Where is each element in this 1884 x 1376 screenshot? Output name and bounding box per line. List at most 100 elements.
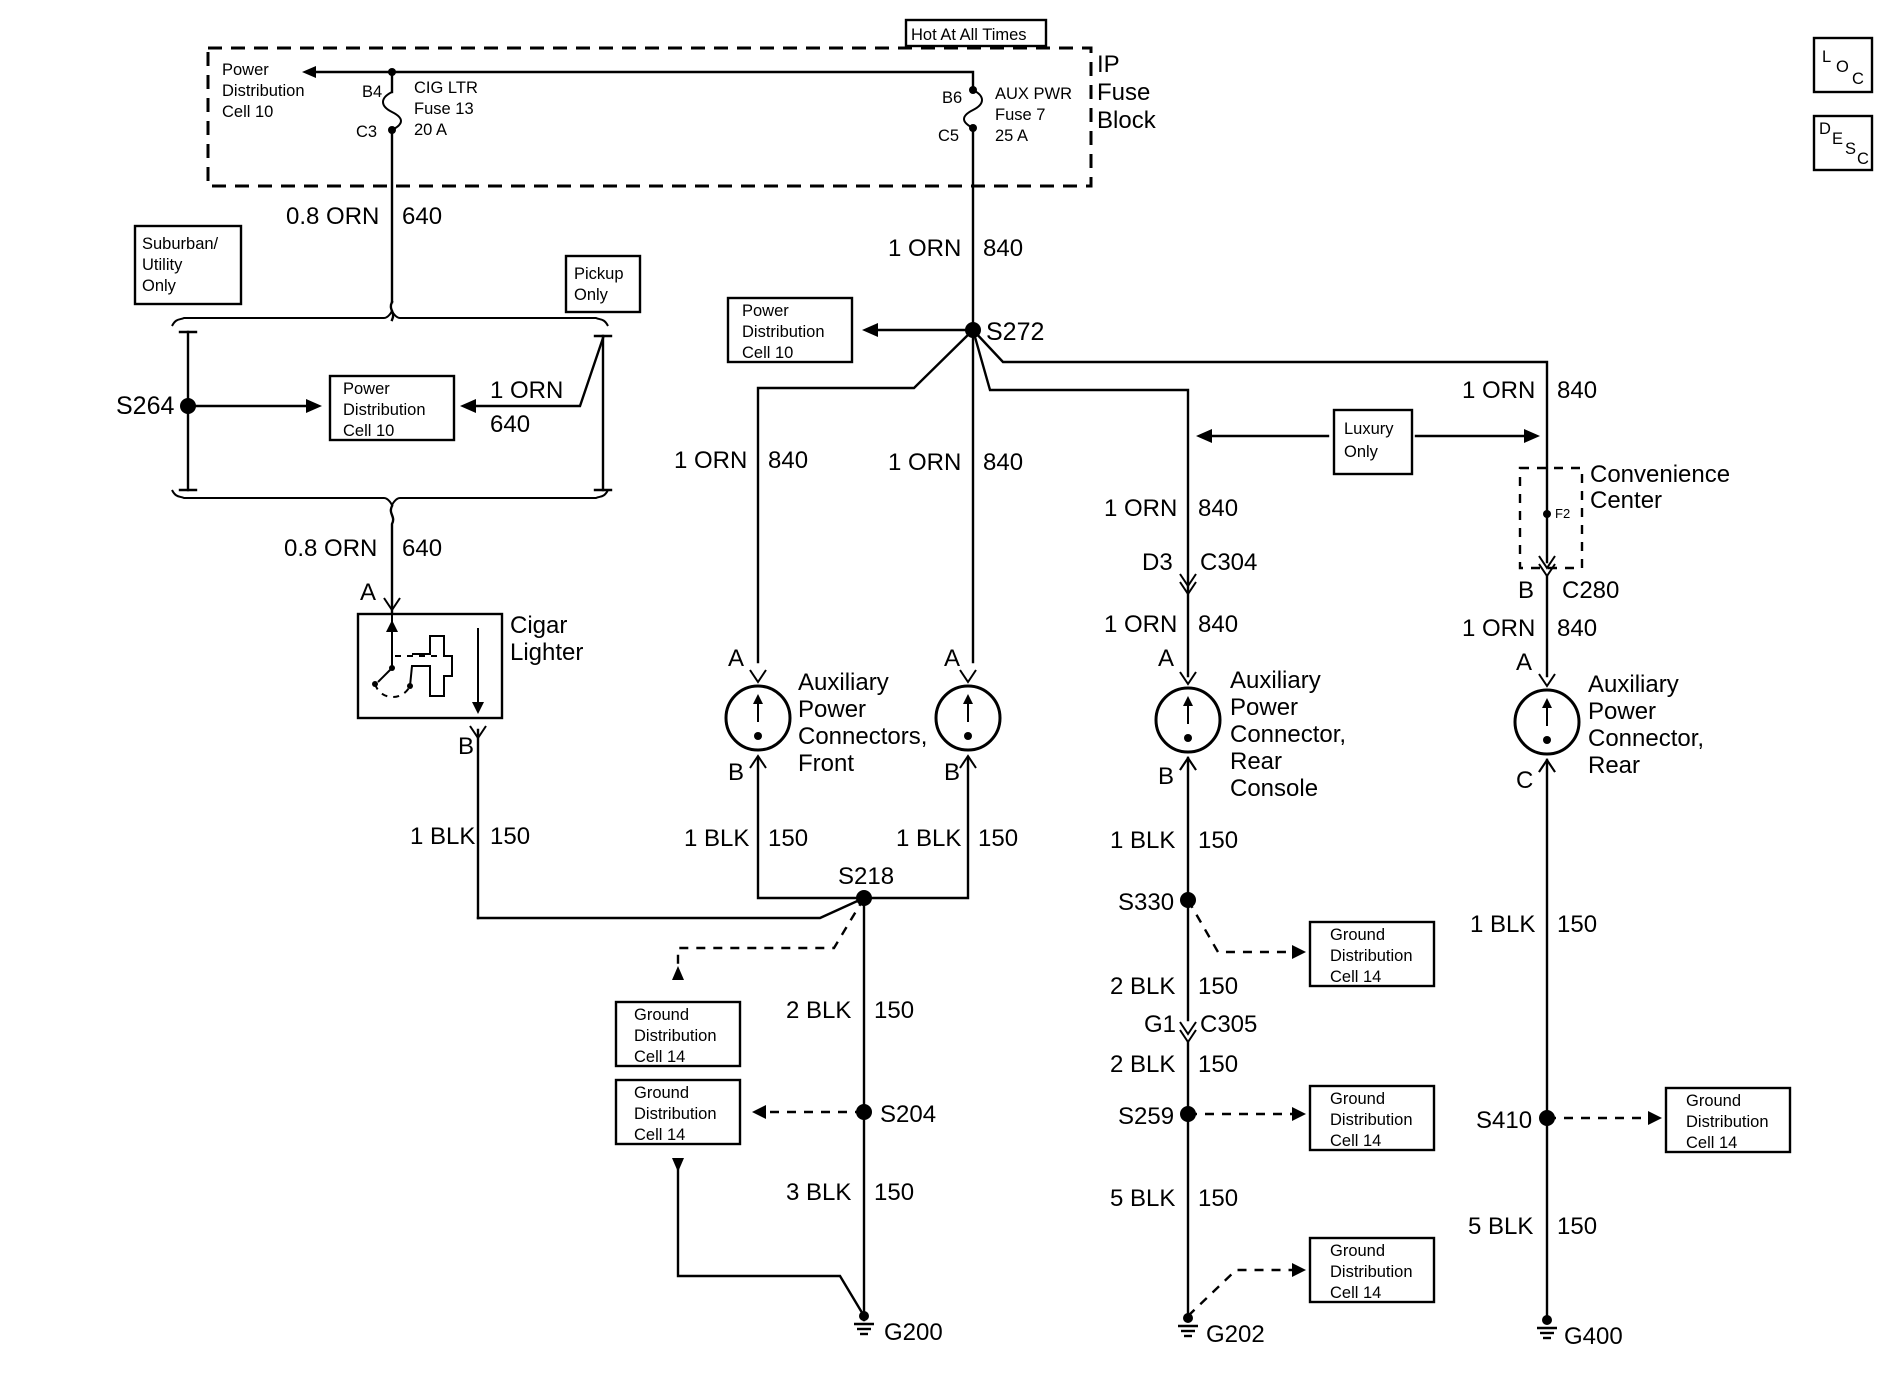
svg-text:Cell 14: Cell 14 xyxy=(1330,1284,1381,1302)
svg-text:25 A: 25 A xyxy=(995,127,1028,145)
desc-letter-c: C xyxy=(1857,150,1869,168)
svg-text:Auxiliary: Auxiliary xyxy=(1230,667,1321,694)
c304-pin-d3: D3 xyxy=(1142,549,1173,576)
aux-power-connector-front-right xyxy=(934,669,1002,769)
svg-text:1 BLK: 1 BLK xyxy=(896,825,961,852)
ground-distribution-ref-s204[interactable]: Ground Distribution Cell 14 xyxy=(614,1078,742,1146)
svg-text:Suburban/: Suburban/ xyxy=(142,235,219,253)
svg-text:Front: Front xyxy=(798,750,854,777)
power-distribution-ref-s264[interactable]: Power Distribution Cell 10 xyxy=(328,374,456,442)
svg-text:150: 150 xyxy=(1198,1185,1238,1212)
svg-text:Fuse 7: Fuse 7 xyxy=(995,106,1045,124)
svg-text:1 BLK: 1 BLK xyxy=(1110,827,1175,854)
wire-150-s259-g202-label: 5 BLK 150 xyxy=(1110,1185,1238,1212)
c305-connector xyxy=(1179,1021,1197,1044)
svg-text:1 BLK: 1 BLK xyxy=(684,825,749,852)
svg-text:C3: C3 xyxy=(356,123,377,141)
svg-text:B6: B6 xyxy=(942,89,962,107)
rear-console-pin-b: B xyxy=(1158,763,1174,790)
svg-text:Utility: Utility xyxy=(142,256,183,274)
svg-text:150: 150 xyxy=(978,825,1018,852)
cigar-pin-b: B xyxy=(458,733,474,760)
wire-150-front-right-label: 1 BLK 150 xyxy=(896,825,1018,852)
svg-text:640: 640 xyxy=(490,411,530,438)
loc-letter-l: L xyxy=(1822,48,1831,66)
loc-button[interactable]: L O C xyxy=(1812,36,1874,94)
convenience-center-label: Convenience Center xyxy=(1590,461,1730,514)
svg-text:1 ORN: 1 ORN xyxy=(1462,377,1535,404)
power-distribution-ref-s272[interactable]: Power Distribution Cell 10 xyxy=(726,296,854,364)
svg-text:3 BLK: 3 BLK xyxy=(786,1179,851,1206)
c280-pin-b: B xyxy=(1518,577,1534,604)
svg-text:Ground: Ground xyxy=(1330,1242,1385,1260)
svg-text:Rear: Rear xyxy=(1588,752,1640,779)
g202-ground-icon xyxy=(1178,1313,1198,1338)
wire-640-lower-label: 0.8 ORN 640 xyxy=(284,535,442,562)
c280-label: C280 xyxy=(1562,577,1619,604)
wire-150-s410-g400-label: 5 BLK 150 xyxy=(1468,1213,1597,1240)
pickup-wire-label: 1 ORN 640 xyxy=(490,377,563,438)
aux-power-connector-rear xyxy=(1513,673,1581,773)
svg-text:1 ORN: 1 ORN xyxy=(1104,611,1177,638)
suburban-utility-only-box: Suburban/ Utility Only xyxy=(133,224,243,306)
ground-distribution-ref-s330[interactable]: Ground Distribution Cell 14 xyxy=(1308,920,1436,988)
wire-cigar-150-label: 1 BLK 150 xyxy=(410,823,530,850)
wire-840-front-right-label: 1 ORN 840 xyxy=(888,449,1023,476)
svg-text:640: 640 xyxy=(402,535,442,562)
svg-text:Cell 14: Cell 14 xyxy=(1686,1134,1737,1152)
svg-text:Ground: Ground xyxy=(1686,1092,1741,1110)
svg-text:840: 840 xyxy=(1198,495,1238,522)
svg-text:Power: Power xyxy=(1230,694,1298,721)
svg-text:150: 150 xyxy=(1198,827,1238,854)
svg-text:Distribution: Distribution xyxy=(1686,1113,1769,1131)
wire-150-rear-upper-label: 1 BLK 150 xyxy=(1470,911,1597,938)
svg-text:C5: C5 xyxy=(938,127,959,145)
ground-distribution-ref-s410[interactable]: Ground Distribution Cell 14 xyxy=(1664,1086,1792,1154)
svg-text:150: 150 xyxy=(874,1179,914,1206)
svg-text:150: 150 xyxy=(1198,973,1238,1000)
wire-840-main-label: 1 ORN 840 xyxy=(888,235,1023,262)
svg-text:Cell 14: Cell 14 xyxy=(1330,968,1381,986)
wire-150-front-left-label: 1 BLK 150 xyxy=(684,825,808,852)
s410-label: S410 xyxy=(1476,1107,1532,1134)
wire-150-s330-c305-label: 2 BLK 150 xyxy=(1110,973,1238,1000)
cig-ltr-fuse: B4 C3 CIG LTR Fuse 13 20 A xyxy=(356,68,478,141)
fuse-block-power-distribution-ref[interactable]: Power Distribution Cell 10 xyxy=(222,61,305,121)
svg-text:1 ORN: 1 ORN xyxy=(888,449,961,476)
wire-150-s204-g200-label: 3 BLK 150 xyxy=(786,1179,914,1206)
svg-text:1 ORN: 1 ORN xyxy=(1104,495,1177,522)
svg-text:Power: Power xyxy=(742,302,789,320)
ground-distribution-ref-s259[interactable]: Ground Distribution Cell 14 xyxy=(1308,1084,1436,1152)
svg-text:Distribution: Distribution xyxy=(343,401,426,419)
front-right-pin-b: B xyxy=(944,759,960,786)
svg-text:1 ORN: 1 ORN xyxy=(888,235,961,262)
svg-text:5 BLK: 5 BLK xyxy=(1468,1213,1533,1240)
cigar-lighter-label: Cigar Lighter xyxy=(510,612,583,666)
svg-text:AUX PWR: AUX PWR xyxy=(995,85,1072,103)
ground-distribution-ref-g202[interactable]: Ground Distribution Cell 14 xyxy=(1308,1236,1436,1304)
svg-text:Cell 10: Cell 10 xyxy=(343,422,394,440)
svg-text:Connector,: Connector, xyxy=(1588,725,1704,752)
s330-ground-ref-dashed xyxy=(1186,899,1298,954)
svg-text:0.8 ORN: 0.8 ORN xyxy=(286,203,379,230)
svg-text:Convenience: Convenience xyxy=(1590,461,1730,488)
s204-label: S204 xyxy=(880,1101,936,1128)
wire-cigar-to-s218 xyxy=(476,896,866,920)
svg-text:Auxiliary: Auxiliary xyxy=(1588,671,1679,698)
svg-text:1 ORN: 1 ORN xyxy=(490,377,563,404)
svg-text:2 BLK: 2 BLK xyxy=(1110,1051,1175,1078)
option-bracket-top xyxy=(171,309,609,327)
svg-text:Lighter: Lighter xyxy=(510,639,583,666)
s272-label: S272 xyxy=(986,318,1044,346)
svg-text:Cell 14: Cell 14 xyxy=(1330,1132,1381,1150)
bus-arrow-left xyxy=(302,66,316,78)
svg-text:0.8 ORN: 0.8 ORN xyxy=(284,535,377,562)
ground-distribution-ref-s218[interactable]: Ground Distribution Cell 14 xyxy=(614,1000,742,1068)
wire-150-rear-console-upper-label: 1 BLK 150 xyxy=(1110,827,1238,854)
svg-text:F2: F2 xyxy=(1555,506,1570,521)
svg-text:Power: Power xyxy=(343,380,390,398)
aux-power-connector-rear-console xyxy=(1154,671,1222,771)
aux-rear-console-label: Auxiliary Power Connector, Rear Console xyxy=(1230,667,1346,802)
desc-button[interactable]: D E S C xyxy=(1812,114,1874,172)
svg-text:840: 840 xyxy=(1557,377,1597,404)
